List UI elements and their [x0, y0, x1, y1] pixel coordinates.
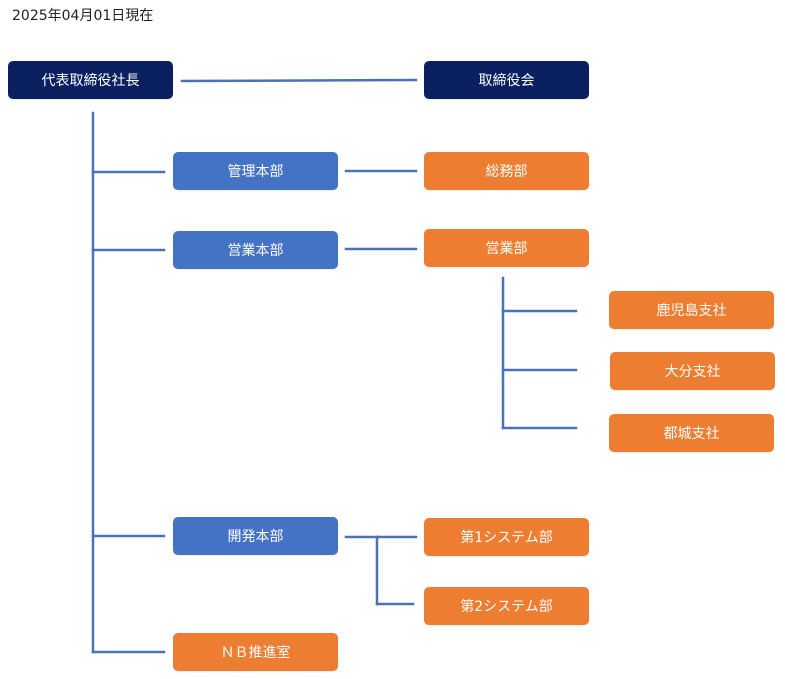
sales-dept-box[interactable]: 営業部	[424, 229, 589, 267]
as-of-date: 2025年04月01日現在	[12, 8, 154, 24]
dev-division-box[interactable]: 開発本部	[173, 517, 338, 555]
miyakonojo-branch-box[interactable]: 都城支社	[609, 414, 774, 452]
connector-lines	[91, 78, 578, 654]
nb-office-box[interactable]: ＮＢ推進室	[173, 633, 338, 671]
admin-division-box[interactable]: 管理本部	[173, 152, 338, 190]
general-affairs-box[interactable]: 総務部	[424, 152, 589, 190]
ceo-box[interactable]: 代表取締役社長	[8, 61, 173, 99]
connector-ceo-board	[180, 78, 418, 83]
system-dept-2-box[interactable]: 第2システム部	[424, 587, 589, 625]
board-box[interactable]: 取締役会	[424, 61, 589, 99]
sales-division-box[interactable]: 営業本部	[173, 231, 338, 269]
kagoshima-branch-box[interactable]: 鹿児島支社	[609, 291, 774, 329]
oita-branch-box[interactable]: 大分支社	[610, 352, 775, 390]
system-dept-1-box[interactable]: 第1システム部	[424, 518, 589, 556]
